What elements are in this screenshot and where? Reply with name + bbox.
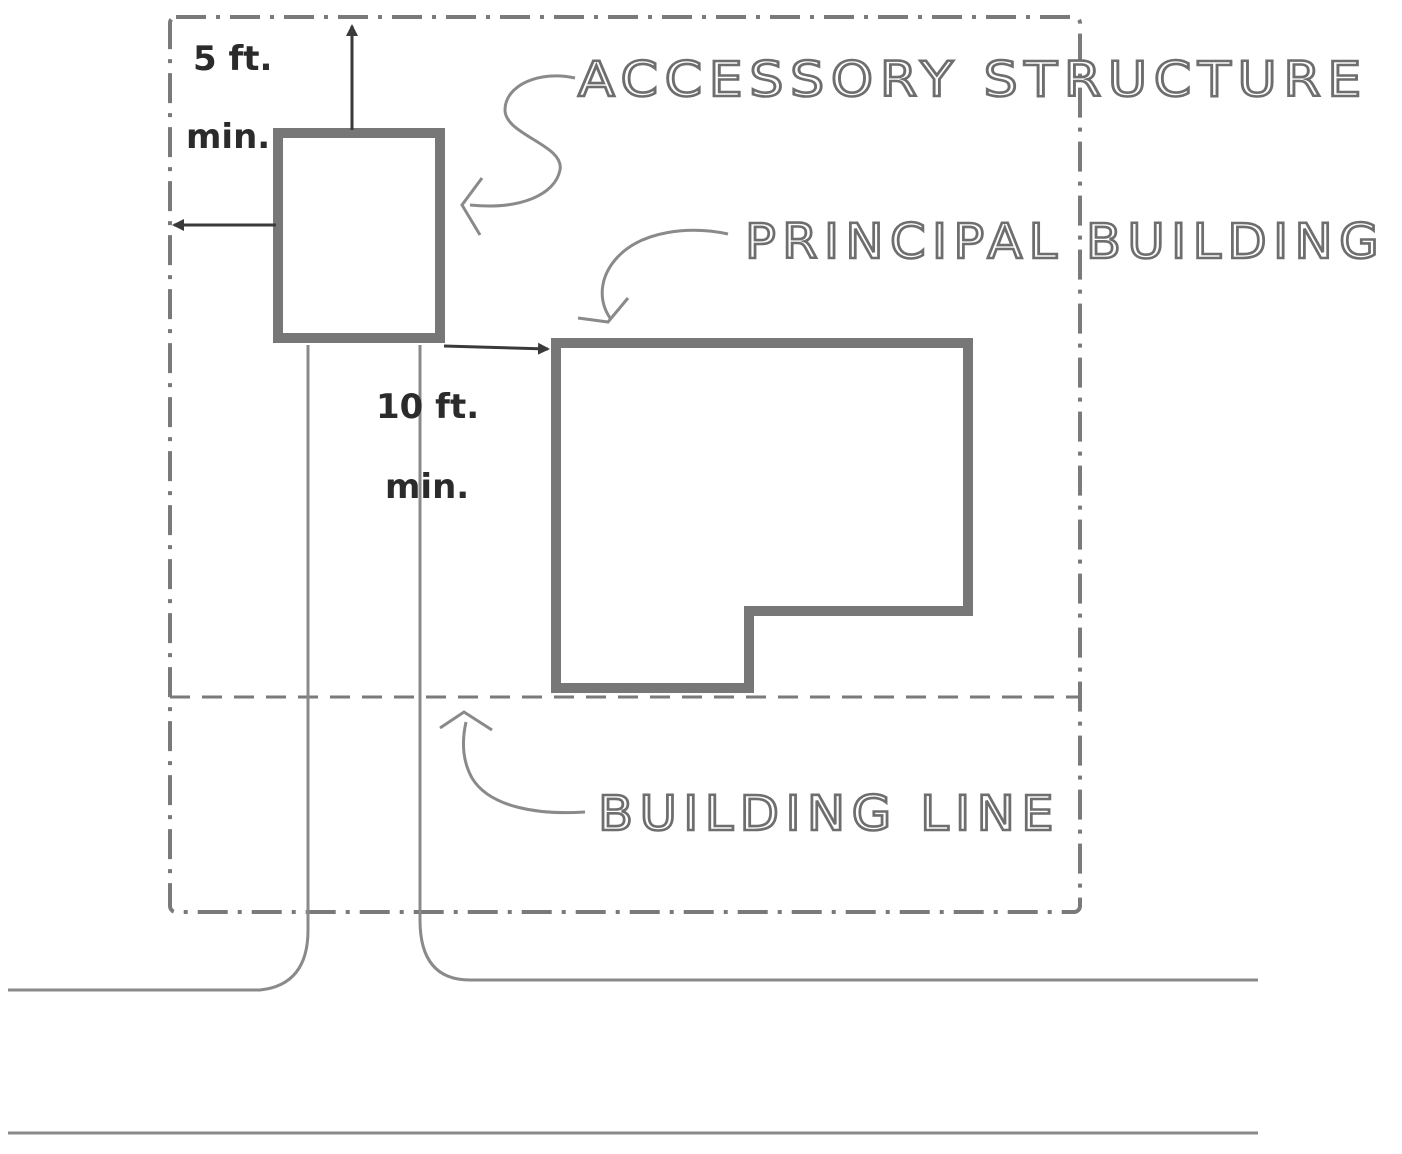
separation-value: 10 ft.	[376, 387, 479, 427]
building-line-leader	[462, 721, 586, 815]
side-setback-unit: min.	[186, 117, 270, 157]
accessory-structure-outline	[273, 128, 445, 343]
building-line-leader-arrowhead	[439, 710, 493, 732]
principal-building-leader	[600, 228, 729, 319]
accessory-structure-leader	[469, 74, 576, 208]
separation-unit: min.	[385, 467, 469, 507]
principal-building-label: PRINCIPAL BUILDING	[745, 214, 1385, 270]
separation-arrow	[443, 342, 550, 355]
principal-building-leader-arrowhead	[577, 297, 630, 324]
lot-boundary	[168, 15, 1082, 914]
side-setback-value: 5 ft.	[193, 39, 272, 79]
accessory-structure-leader-arrowhead	[460, 177, 484, 236]
street-edge-driveway	[418, 345, 1258, 982]
street-edge-top	[8, 345, 310, 992]
principal-building-outline	[551, 338, 973, 693]
accessory-structure-label: ACCESSORY STRUCTURE	[578, 52, 1368, 108]
building-line-label: BUILDING LINE	[598, 786, 1060, 842]
